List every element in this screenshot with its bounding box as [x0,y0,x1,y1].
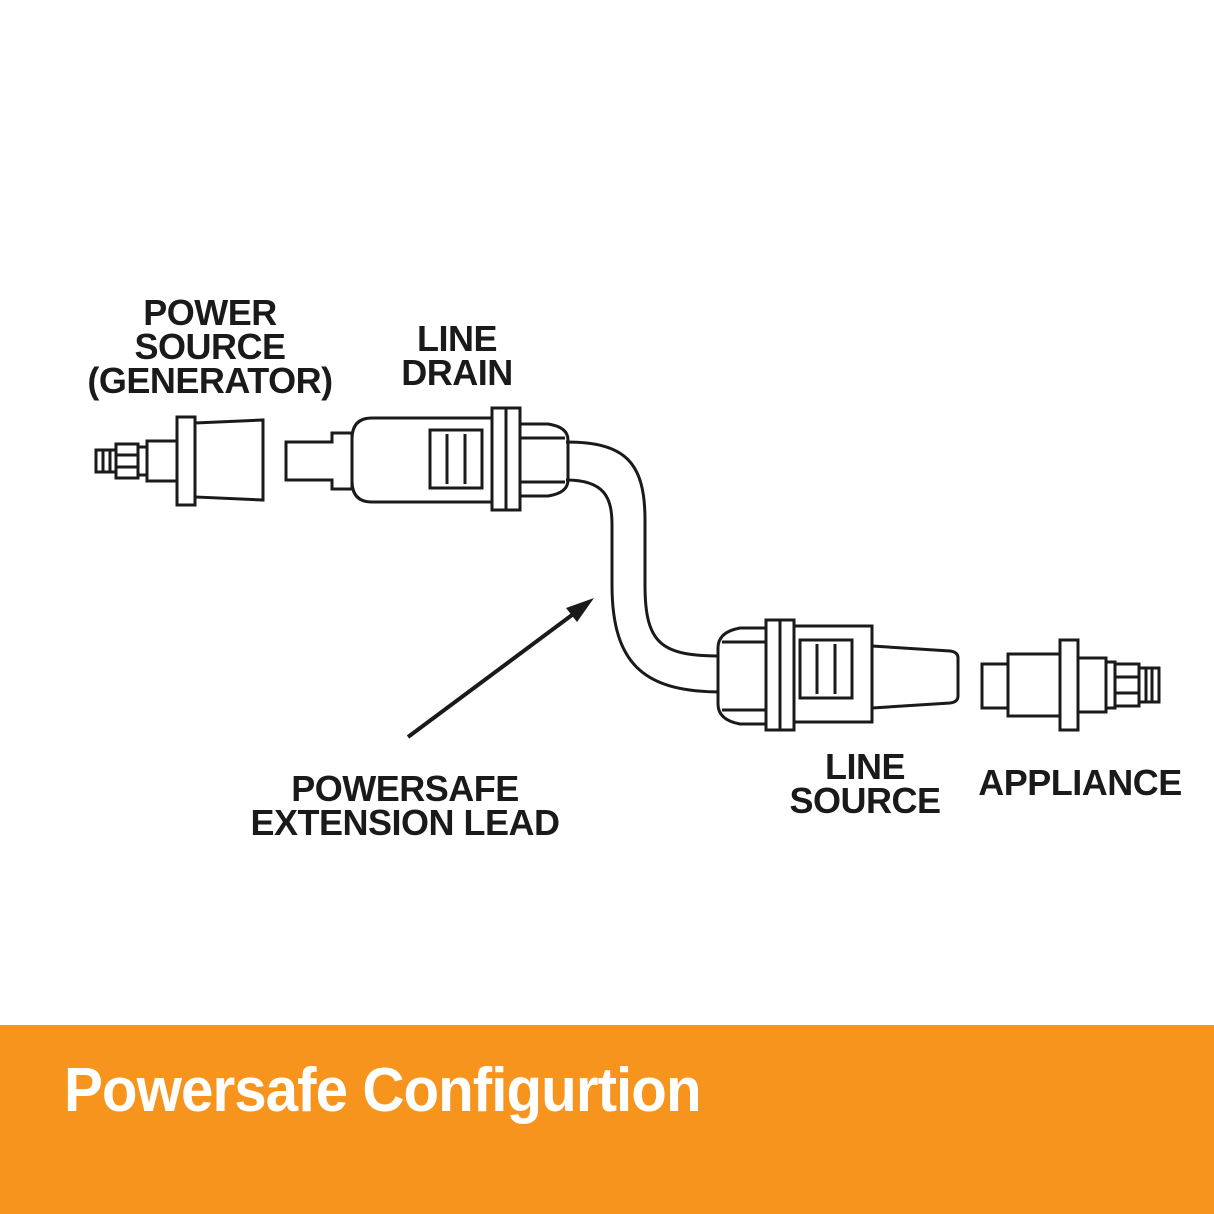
line-drain-connector-icon [284,406,570,512]
powersafe-diagram: POWER SOURCE (GENERATOR) LINE DRAIN POWE… [87,292,1182,844]
diagram-canvas [94,406,1161,739]
power-source-label: POWER SOURCE (GENERATOR) [87,292,333,402]
line-source-connector-icon [716,618,960,732]
extension-cable-icon [565,440,723,694]
banner-title: Powersafe Configurtion [64,1056,702,1125]
appliance-connector-icon [980,638,1161,732]
appliance-label: APPLIANCE [978,762,1182,803]
generator-connector-icon [94,415,265,507]
banner: Powersafe Configurtion [0,1025,1214,1214]
pointer-arrow-icon [406,598,594,739]
line-drain-label: LINE DRAIN [401,318,513,394]
line-source-label: LINE SOURCE [789,746,941,822]
powersafe-extension-lead-label: POWERSAFE EXTENSION LEAD [250,768,560,844]
